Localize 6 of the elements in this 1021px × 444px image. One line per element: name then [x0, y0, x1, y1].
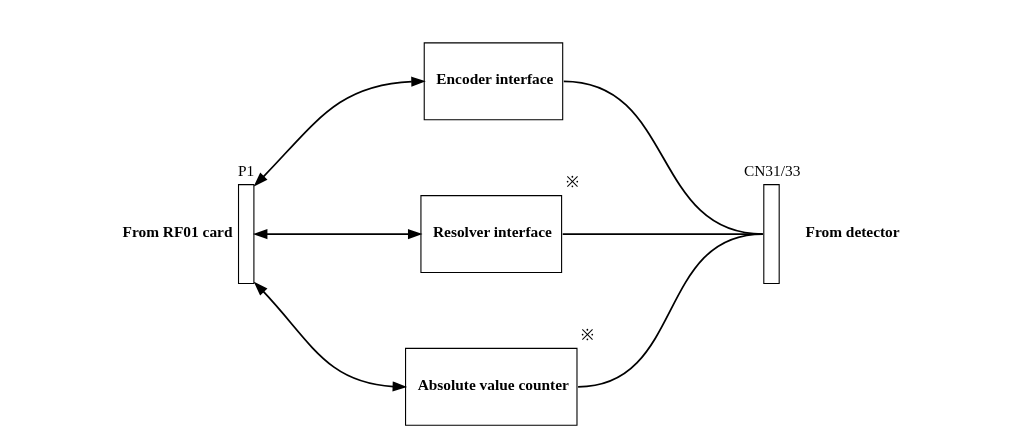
node-label: CN31/33: [744, 162, 801, 180]
node-label: P1: [237, 162, 255, 180]
node-label: From detector: [805, 223, 900, 241]
node-label: ※: [566, 173, 579, 191]
node-label: ※: [581, 325, 595, 343]
node-label: From RF01 card: [122, 223, 233, 241]
